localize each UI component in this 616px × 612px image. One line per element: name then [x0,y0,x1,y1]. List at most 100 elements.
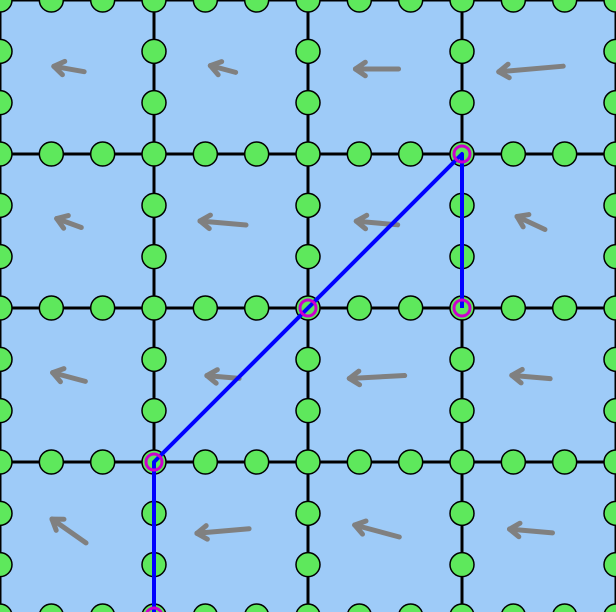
grid-cell[interactable] [0,154,154,308]
edge-node[interactable] [0,603,13,612]
edge-node[interactable] [551,295,578,321]
edge-node[interactable] [449,603,475,612]
edge-node[interactable] [295,551,321,578]
edge-node[interactable] [347,603,372,612]
edge-node[interactable] [551,0,578,13]
edge-node[interactable] [603,243,616,270]
edge-node[interactable] [295,89,321,116]
edge-node[interactable] [603,603,616,612]
edge-node[interactable] [0,551,13,578]
edge-node[interactable] [295,0,321,13]
edge-node[interactable] [295,449,321,475]
edge-node[interactable] [141,346,167,373]
edge-node[interactable] [603,449,616,475]
grid-cell[interactable] [0,308,154,462]
edge-node[interactable] [295,397,321,424]
edge-node[interactable] [295,38,321,65]
edge-node[interactable] [38,0,65,13]
edge-node[interactable] [0,89,13,116]
grid-cell[interactable] [462,0,616,154]
edge-node[interactable] [346,0,373,13]
edge-node[interactable] [141,295,167,321]
edge-node[interactable] [192,295,219,321]
grid-cell[interactable] [308,0,462,154]
edge-node[interactable] [38,295,65,321]
edge-node[interactable] [90,603,115,612]
grid-cell[interactable] [462,154,616,308]
edge-node[interactable] [603,89,616,116]
edge-node[interactable] [397,295,424,321]
edge-node[interactable] [397,141,424,167]
edge-node[interactable] [551,449,578,475]
edge-node[interactable] [449,397,475,424]
edge-node[interactable] [346,449,373,475]
edge-node[interactable] [603,0,616,13]
edge-node[interactable] [0,243,13,270]
edge-node[interactable] [295,346,321,373]
grid-cell[interactable] [154,462,308,612]
edge-node[interactable] [141,38,167,65]
edge-node[interactable] [243,449,270,475]
edge-node[interactable] [603,38,616,65]
edge-node[interactable] [89,449,116,475]
edge-node[interactable] [39,603,64,612]
edge-node[interactable] [141,397,167,424]
edge-node[interactable] [449,346,475,373]
edge-node[interactable] [0,141,13,167]
edge-node[interactable] [603,500,616,527]
grid-cell[interactable] [462,462,616,612]
edge-node[interactable] [0,192,13,219]
edge-node[interactable] [603,295,616,321]
edge-node[interactable] [243,141,270,167]
edge-node[interactable] [603,397,616,424]
edge-node[interactable] [0,500,13,527]
edge-node[interactable] [0,38,13,65]
edge-node[interactable] [603,192,616,219]
edge-node[interactable] [551,141,578,167]
edge-node[interactable] [141,192,167,219]
grid-cell[interactable] [0,0,154,154]
edge-node[interactable] [0,0,13,13]
edge-node[interactable] [295,141,321,167]
edge-node[interactable] [295,192,321,219]
edge-node[interactable] [0,295,13,321]
edge-node[interactable] [0,449,13,475]
edge-node[interactable] [243,295,270,321]
edge-node[interactable] [500,0,527,13]
grid-cell[interactable] [308,308,462,462]
edge-node[interactable] [141,0,167,13]
edge-node[interactable] [346,295,373,321]
edge-node[interactable] [346,141,373,167]
edge-node[interactable] [89,295,116,321]
edge-node[interactable] [603,141,616,167]
edge-node[interactable] [397,449,424,475]
edge-node[interactable] [0,346,13,373]
edge-node[interactable] [603,551,616,578]
edge-node[interactable] [449,500,475,527]
edge-node[interactable] [192,0,219,13]
edge-node[interactable] [244,603,269,612]
edge-node[interactable] [0,397,13,424]
edge-node[interactable] [397,0,424,13]
edge-node[interactable] [295,243,321,270]
edge-node[interactable] [38,141,65,167]
edge-node[interactable] [141,243,167,270]
edge-node[interactable] [603,346,616,373]
edge-node[interactable] [38,449,65,475]
edge-node[interactable] [552,603,577,612]
edge-node[interactable] [501,603,526,612]
edge-node[interactable] [500,141,527,167]
edge-node[interactable] [295,603,321,612]
edge-node[interactable] [243,0,270,13]
grid-cell[interactable] [308,462,462,612]
edge-node[interactable] [449,89,475,116]
edge-node[interactable] [192,141,219,167]
grid-cell[interactable] [154,0,308,154]
edge-node[interactable] [449,551,475,578]
edge-node[interactable] [89,141,116,167]
edge-node[interactable] [449,449,475,475]
edge-node[interactable] [192,449,219,475]
edge-node[interactable] [449,38,475,65]
edge-node[interactable] [449,0,475,13]
